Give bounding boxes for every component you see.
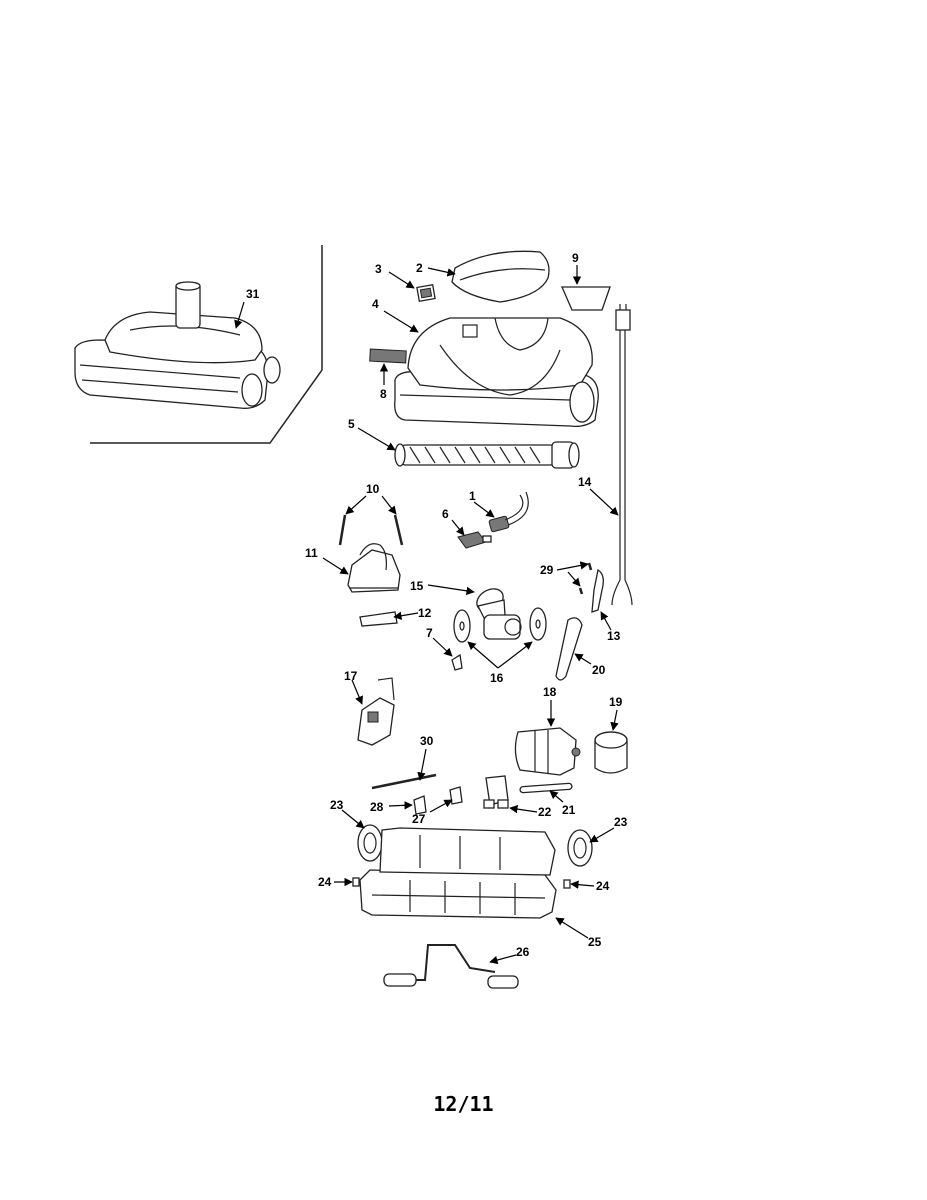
label-24-left: 24 [318,875,332,889]
label-10: 10 [366,482,380,496]
label-27: 27 [412,812,426,826]
label-7: 7 [426,626,433,640]
leader-lines [234,265,619,965]
label-18: 18 [543,685,557,699]
label-17: 17 [344,669,358,683]
part-11-handle-bracket [347,543,401,593]
label-14: 14 [578,475,592,489]
page-code: 12/11 [433,1092,494,1116]
label-16: 16 [490,671,504,685]
label-28: 28 [370,800,384,814]
part-2-cover [451,250,550,303]
part-28-clip [413,795,427,815]
part-19-band [594,731,628,774]
label-22: 22 [538,805,552,819]
part-24-pin-left [352,877,360,887]
label-6: 6 [442,507,449,521]
label-15: 15 [410,579,424,593]
label-23-right: 23 [614,815,628,829]
part-5-brushroll [394,441,580,469]
label-4: 4 [372,297,379,311]
label-30: 30 [420,734,434,748]
part-26-handle-rod [383,944,519,989]
part-27-clip [449,786,463,805]
label-13: 13 [607,629,621,643]
part-14-power-cord [611,304,633,606]
label-25: 25 [588,935,602,949]
label-26: 26 [516,945,530,959]
label-31: 31 [246,287,260,301]
inset-frame [90,245,323,444]
part-16-wheels [453,607,547,643]
label-12: 12 [418,606,432,620]
part-29-screws [578,562,593,595]
part-10-screws [338,514,404,546]
part-13-clip [591,568,604,613]
label-19: 19 [609,695,623,709]
part-23-wheel-right [567,829,593,867]
label-1: 1 [469,489,476,503]
part-12-label [359,611,398,627]
label-29: 29 [540,563,554,577]
label-21: 21 [562,803,576,817]
part-20-belt [555,617,583,681]
label-23-left: 23 [330,798,344,812]
part-21-rod [519,782,573,794]
part-22-latch [483,775,509,809]
label-9: 9 [572,251,579,265]
part-30-cable-tie [371,773,437,790]
part-3-pad [416,283,436,303]
part-6-switch [457,531,492,549]
label-20: 20 [592,663,606,677]
part-7-wire-nut [451,653,463,671]
part-24-pin-right [563,879,571,889]
label-8: 8 [380,387,387,401]
label-3: 3 [375,262,382,276]
part-15-neck-pivot [476,588,522,640]
part-number-labels: 31 2 3 9 4 8 5 14 10 1 6 11 15 29 12 13 … [246,251,628,959]
part-17-switch-assembly [357,677,395,746]
part-1-wire-harness [488,491,529,533]
label-2: 2 [416,261,423,275]
part-31-assembled-powerhead [74,281,281,409]
part-25-base [359,827,557,919]
part-23-wheel-left [357,824,383,862]
label-5: 5 [348,417,355,431]
label-24-right: 24 [596,879,610,893]
label-11: 11 [305,546,318,560]
part-4-main-housing [394,317,599,428]
part-9-filter [561,286,611,311]
part-8-pad [369,348,407,364]
part-18-motor [514,727,581,776]
